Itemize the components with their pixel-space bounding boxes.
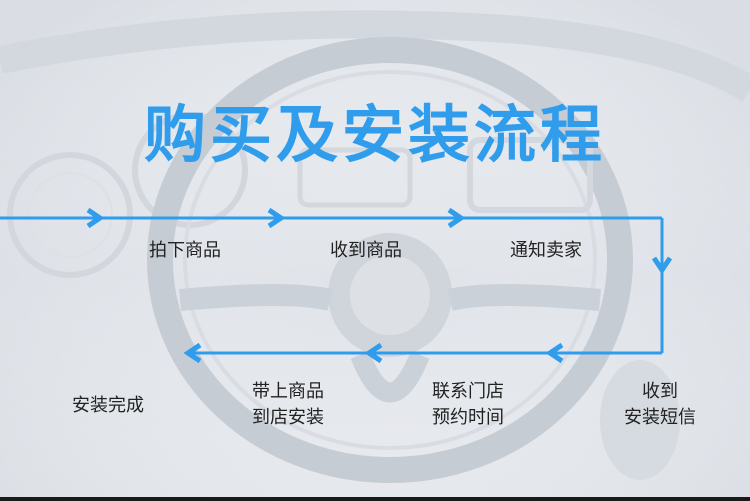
chevron-left-icon xyxy=(364,342,383,364)
step-1-label: 拍下商品 xyxy=(149,240,221,261)
step-7-label: 安装完成 xyxy=(72,395,144,416)
chevron-right-icon xyxy=(267,207,286,229)
bottom-divider xyxy=(0,497,750,501)
step-4-label: 收到 安装短信 xyxy=(624,381,696,428)
chevron-down-icon xyxy=(651,256,673,275)
step-6-label: 带上商品 到店安装 xyxy=(252,381,324,428)
step-3-label: 通知卖家 xyxy=(510,240,582,261)
chevron-left-icon xyxy=(545,342,564,364)
step-2-label: 收到商品 xyxy=(330,240,402,261)
chevron-right-icon xyxy=(447,207,466,229)
step-5-label: 联系门店 预约时间 xyxy=(432,381,504,428)
page-title: 购买及安装流程 xyxy=(143,97,606,171)
chevron-left-icon xyxy=(183,342,202,364)
chevron-right-icon xyxy=(86,207,105,229)
